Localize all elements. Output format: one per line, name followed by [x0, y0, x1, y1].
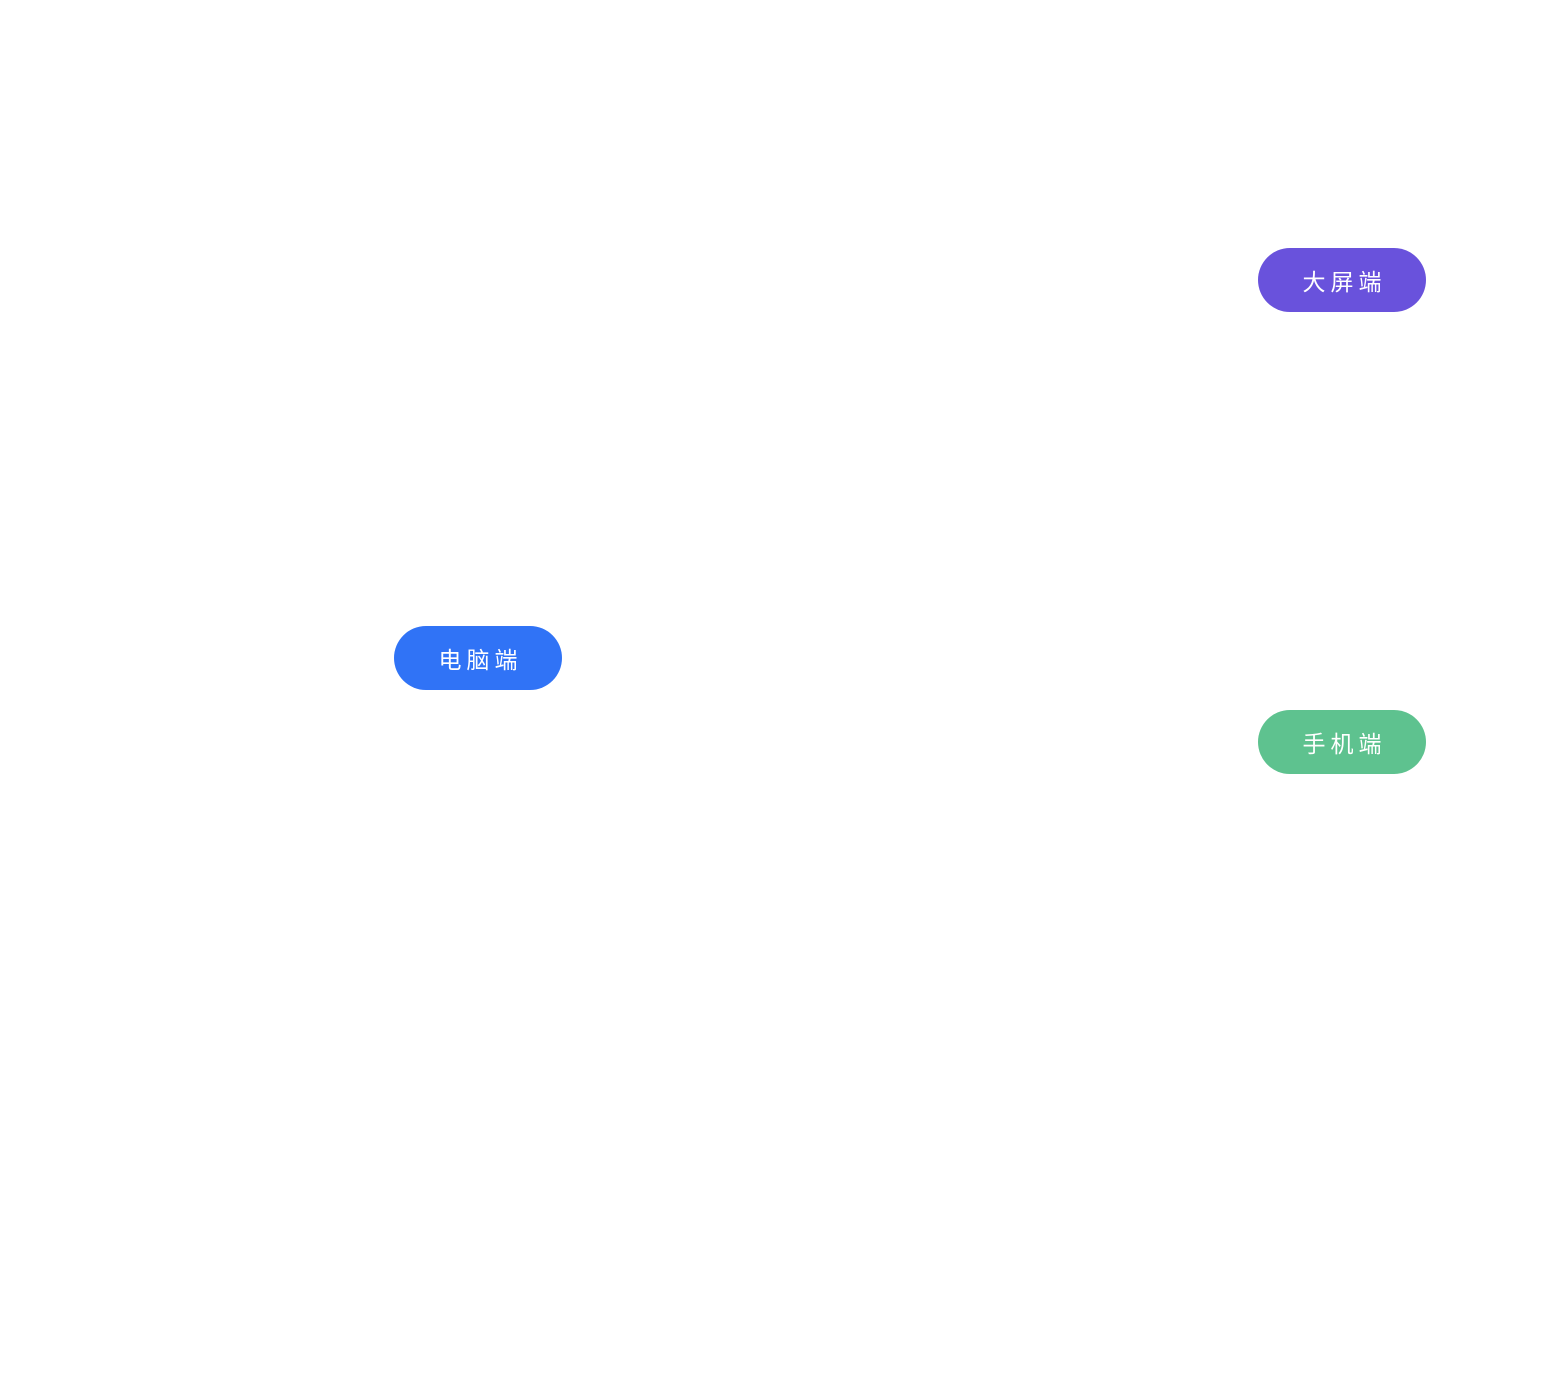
- pc-platform-button[interactable]: 电脑端: [394, 626, 562, 690]
- big-screen-platform-button[interactable]: 大屏端: [1258, 248, 1426, 312]
- mobile-platform-button[interactable]: 手机端: [1258, 710, 1426, 774]
